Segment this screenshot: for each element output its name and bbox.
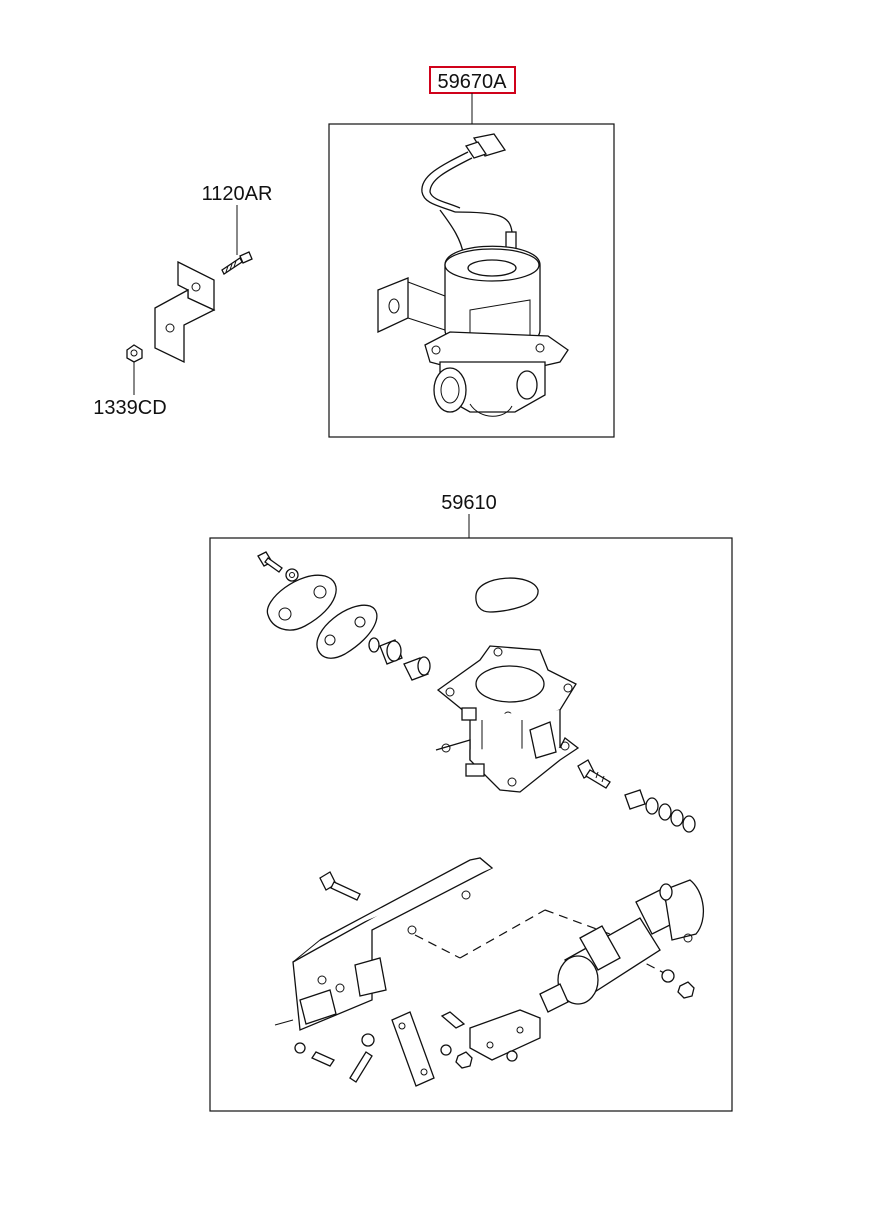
callout-59610-label[interactable]: 59610 — [441, 492, 497, 514]
bolt-1120AR[interactable] — [221, 251, 253, 275]
valve-assembly-frame — [328, 123, 615, 438]
clevis-link[interactable] — [469, 1009, 541, 1062]
main-assembly-frame — [209, 537, 733, 1112]
cover-disc[interactable] — [475, 577, 539, 613]
bolt-right[interactable] — [577, 759, 611, 789]
gasket-large[interactable] — [266, 574, 337, 631]
link-plate[interactable] — [391, 1011, 435, 1087]
gasket-small[interactable] — [316, 604, 378, 659]
callout-1339CD-label[interactable]: 1339CD — [93, 397, 166, 419]
small-hardware[interactable] — [294, 1011, 473, 1083]
ring-set-right[interactable] — [624, 789, 696, 833]
dashed-guide-2 — [459, 909, 546, 959]
nuts-right[interactable] — [661, 969, 695, 999]
bolt-top-left[interactable] — [257, 551, 299, 582]
pedal-bracket[interactable] — [274, 857, 494, 1031]
dashed-guide-4 — [619, 949, 669, 976]
dashed-guide-3 — [544, 909, 611, 935]
solenoid-valve-59670A[interactable] — [377, 133, 569, 417]
nut-1339CD[interactable] — [126, 344, 143, 363]
mounting-bracket[interactable] — [154, 260, 216, 364]
callout-1120AR-label[interactable]: 1120AR — [202, 183, 273, 205]
dashed-guide-1 — [414, 934, 461, 959]
master-cylinder[interactable] — [539, 879, 705, 1013]
bushing-set-left[interactable] — [368, 637, 431, 681]
valve-housing[interactable] — [435, 645, 580, 793]
bolt-pedal-top[interactable] — [319, 871, 361, 901]
callout-59670A-label[interactable]: 59670A — [438, 71, 508, 93]
